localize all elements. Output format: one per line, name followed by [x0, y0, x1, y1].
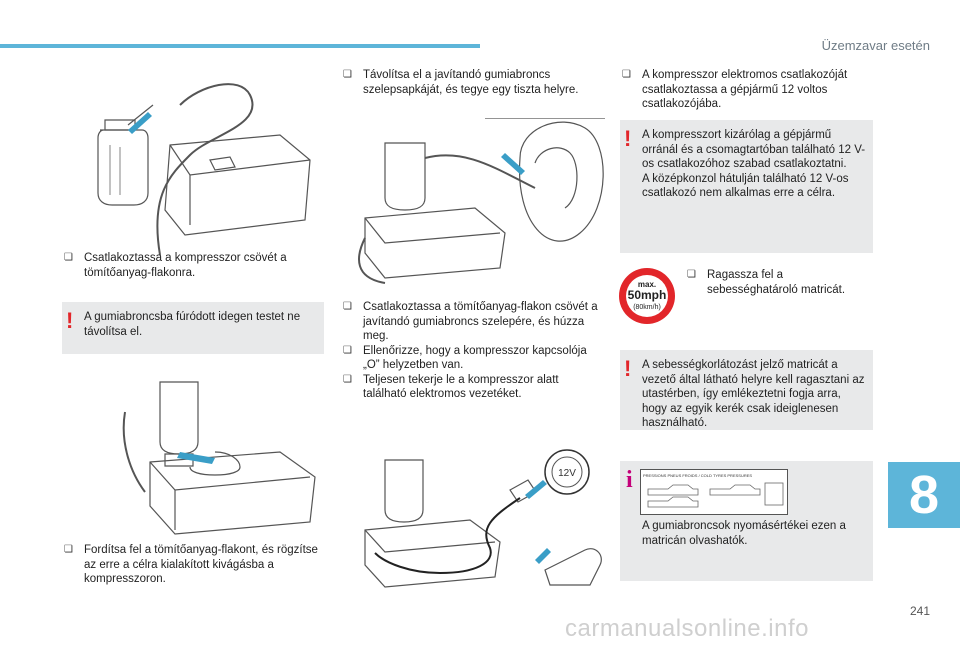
bullet-icon: ❏: [343, 373, 352, 385]
warning-note-speed-sticker: ! A sebességkorlátozást jelző matricát a…: [620, 350, 873, 430]
warning-note-foreign-object: ! A gumiabroncsba fúródott idegen testet…: [62, 302, 324, 354]
bullet-icon: ❏: [343, 69, 352, 80]
step-unwind-cable: ❏ Teljesen tekerje le a kompresszor alat…: [343, 373, 559, 401]
tyre-label-title: PRESSIONS PNEUS FROIDS / COLD TYRES PRES…: [643, 473, 752, 478]
page-number: 241: [909, 604, 930, 618]
warning-icon: !: [66, 308, 74, 333]
info-icon: i: [626, 467, 633, 493]
socket-label: 12V: [558, 468, 576, 479]
bullet-icon: ❏: [622, 69, 631, 80]
step-remove-valve-cap: ❏ Távolítsa el a javítandó gumiabroncs s…: [343, 69, 579, 96]
chapter-tab: 8: [888, 462, 960, 528]
section-title: Üzemzavar esetén: [821, 38, 930, 53]
warning-note-12v-socket: ! A kompresszort kizárólag a gépjármű or…: [620, 120, 873, 253]
step-apply-sticker: ❏ Ragassza fel a sebességhatároló matric…: [687, 269, 846, 296]
step-plug-12v: ❏ A kompresszor elektromos csatlakozóját…: [622, 69, 848, 110]
bullet-icon: ❏: [343, 344, 352, 356]
bullet-icon: ❏: [343, 301, 352, 312]
header-accent-bar: [0, 44, 480, 48]
speed-sign-mph: 50mph: [628, 288, 667, 302]
speed-sign-max: max.: [638, 280, 656, 289]
step-flip-flask: ❏ Fordítsa fel a tömítőanyag-flakont, és…: [64, 544, 318, 585]
bullet-icon: ❏: [687, 269, 696, 280]
bullet-icon: ❏: [64, 252, 73, 263]
step-connect-valve: ❏ Csatlakoztassa a tömítőanyag-flakon cs…: [343, 301, 598, 342]
warning-icon: !: [624, 356, 632, 381]
warning-icon: !: [624, 126, 632, 151]
step-connect-hose: ❏ Csatlakoztassa a kompresszor csövét a …: [64, 252, 287, 279]
figure-valve-connection: [358, 118, 605, 284]
tyre-pressure-label: PRESSIONS PNEUS FROIDS / COLD TYRES PRES…: [640, 469, 788, 515]
watermark-text: carmanualsonline.info: [565, 615, 809, 642]
bullet-icon: ❏: [64, 544, 73, 555]
speed-limit-sign: max. 50mph (80km/h): [619, 268, 675, 324]
step-check-switch: ❏ Ellenőrizze, hogy a kompresszor kapcso…: [343, 344, 587, 372]
speed-sign-kmh: (80km/h): [633, 304, 661, 311]
info-note-tyre-pressure: i PRESSIONS PNEUS FROIDS / COLD TYRES PR…: [620, 461, 873, 581]
figure-12v-socket: 12V: [364, 449, 602, 588]
figure-compressor-hose: [97, 83, 311, 255]
figure-flask-mounting: [122, 381, 316, 535]
